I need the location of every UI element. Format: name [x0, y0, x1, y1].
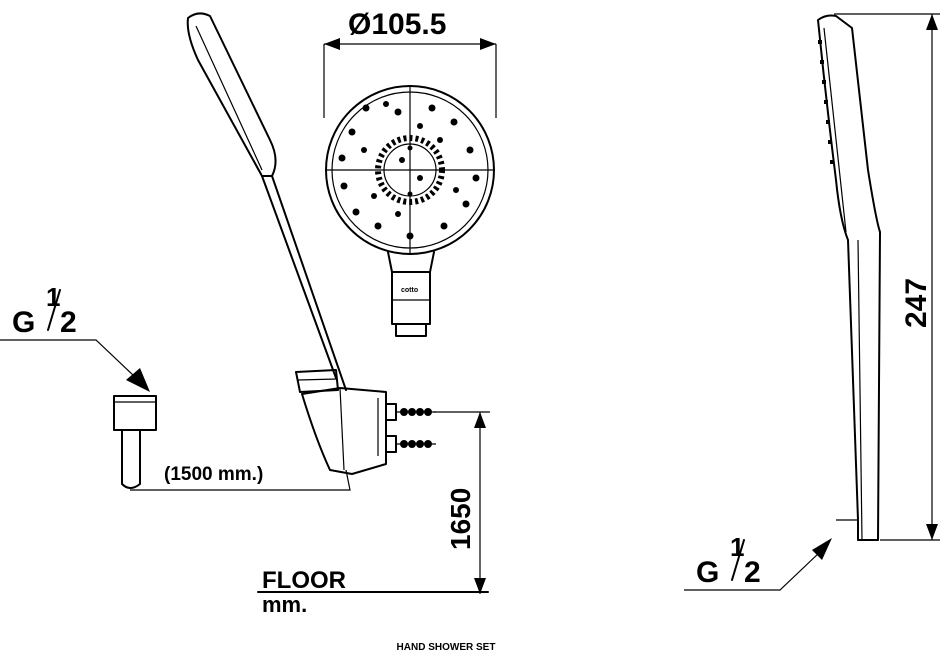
length-dimension: 247: [834, 13, 940, 541]
thread-right-denominator: 2: [744, 556, 761, 589]
length-label: 247: [900, 278, 933, 328]
floor-label: FLOOR: [262, 567, 346, 594]
hose-length-dimension: (1500 mm.): [130, 464, 351, 491]
thread-right-g: G: [696, 556, 719, 589]
floor-marker: FLOOR mm.: [257, 567, 489, 617]
drawing-caption: HAND SHOWER SET: [397, 642, 496, 653]
unit-label: mm.: [262, 592, 307, 617]
screw-bottom: [396, 440, 436, 448]
wall-screws: [396, 408, 436, 448]
spray-holes: [338, 101, 480, 240]
height-label: 1650: [445, 488, 476, 550]
shower-head-front-view: Ø105.5: [323, 8, 497, 337]
hose-length-label: (1500 mm.): [164, 464, 263, 485]
hand-shower-profile-view: [817, 14, 881, 541]
thread-left-g: G: [12, 306, 35, 339]
thread-left-denominator: 2: [60, 306, 77, 339]
hand-shower-side-view: [186, 12, 347, 393]
thread-right-numerator: 1: [730, 532, 744, 562]
profile-nozzles: [818, 40, 834, 164]
thread-label-left: G 1 2: [0, 282, 150, 392]
wall-bracket: [301, 387, 397, 475]
height-dimension: 1650: [434, 411, 490, 594]
brand-mark: cotto: [401, 287, 418, 294]
hose-connector: [113, 395, 157, 489]
thread-label-right: G 1 2: [684, 532, 832, 591]
diameter-label: Ø105.5: [348, 8, 446, 41]
thread-left-numerator: 1: [46, 282, 60, 312]
screw-top: [396, 408, 436, 416]
